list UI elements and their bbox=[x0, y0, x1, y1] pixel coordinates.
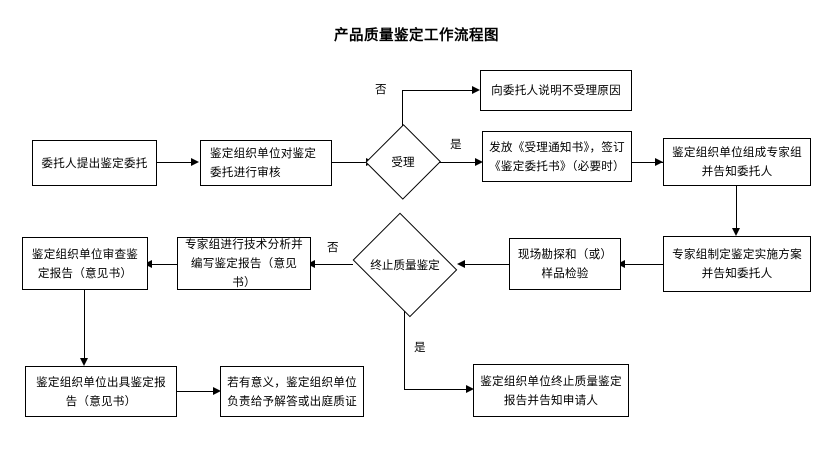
connector-d1-no-vertical bbox=[402, 90, 404, 126]
arrowhead-n7-d2 bbox=[457, 260, 465, 268]
page-title: 产品质量鉴定工作流程图 bbox=[334, 28, 499, 44]
connector-d1-yes bbox=[439, 162, 477, 164]
connector-n8-n9 bbox=[148, 264, 177, 266]
node-technical-analysis-report: 专家组进行技术分析并编写鉴定报告（意见书） bbox=[177, 237, 311, 290]
connector-n5-n6 bbox=[736, 186, 738, 234]
node-review-commission-label: 鉴定组织单位对鉴定委托进行审核 bbox=[210, 146, 317, 179]
node-explain-rejection-label: 向委托人说明不受理原因 bbox=[491, 83, 621, 97]
arrowhead-d2-yes bbox=[466, 385, 474, 393]
connector-n10-n11 bbox=[177, 391, 215, 393]
connector-n6-n7 bbox=[621, 264, 663, 266]
connector-n9-n10 bbox=[84, 290, 86, 364]
connector-d2-yes-horizontal bbox=[404, 389, 468, 391]
decision-terminate: 终止质量鉴定 bbox=[349, 212, 461, 318]
connector-d2-yes-vertical bbox=[404, 311, 406, 390]
connector-n4-n5 bbox=[632, 162, 664, 164]
arrowhead-n4-n5 bbox=[655, 158, 663, 166]
node-issue-acceptance-notice: 发放《受理通知书》，签订《鉴定委托书》（必要时） bbox=[482, 131, 632, 182]
node-review-appraisal-report-label: 鉴定组织单位审查鉴定报告（意见书） bbox=[31, 246, 139, 280]
node-site-survey-sampling-label: 现场勘探和（或）样品检验 bbox=[517, 247, 613, 280]
edge-label-yes-terminate: 是 bbox=[414, 340, 426, 354]
node-review-appraisal-report: 鉴定组织单位审查鉴定报告（意见书） bbox=[22, 237, 148, 290]
decision-accept: 受理 bbox=[365, 124, 441, 200]
connector-d1-no-horizontal bbox=[402, 90, 474, 92]
node-site-survey-sampling: 现场勘探和（或）样品检验 bbox=[509, 238, 621, 290]
node-explain-rejection: 向委托人说明不受理原因 bbox=[480, 70, 632, 111]
connector-n1-n2 bbox=[157, 162, 192, 164]
arrowhead-d2-no bbox=[307, 260, 315, 268]
edge-label-no-terminate: 否 bbox=[327, 240, 339, 254]
node-issue-acceptance-notice-label: 发放《受理通知书》，签订《鉴定委托书》（必要时） bbox=[489, 139, 625, 173]
arrowhead-n1-n2 bbox=[191, 158, 199, 166]
node-answer-or-testify-label: 若有意义，鉴定组织单位负责给予解答或出庭质证 bbox=[227, 374, 357, 408]
node-draft-appraisal-plan: 专家组制定鉴定实施方案并告知委托人 bbox=[663, 236, 811, 292]
node-terminate-report-notify-label: 鉴定组织单位终止质量鉴定报告并告知申请人 bbox=[480, 373, 622, 407]
node-issue-appraisal-report-label: 鉴定组织单位出具鉴定报告（意见书） bbox=[36, 374, 166, 408]
node-technical-analysis-report-label: 专家组进行技术分析并编写鉴定报告（意见书） bbox=[185, 237, 303, 289]
node-review-commission: 鉴定组织单位对鉴定委托进行审核 bbox=[200, 140, 332, 186]
node-issue-appraisal-report: 鉴定组织单位出具鉴定报告（意见书） bbox=[25, 366, 177, 417]
connector-d2-no bbox=[311, 264, 353, 266]
node-answer-or-testify: 若有意义，鉴定组织单位负责给予解答或出庭质证 bbox=[220, 366, 364, 417]
node-form-expert-group-label: 鉴定组织单位组成专家组并告知委托人 bbox=[672, 145, 802, 178]
connector-n7-d2 bbox=[462, 264, 509, 266]
arrowhead-n6-n7 bbox=[617, 260, 625, 268]
edge-label-yes-accept: 是 bbox=[450, 137, 462, 151]
node-draft-appraisal-plan-label: 专家组制定鉴定实施方案并告知委托人 bbox=[672, 247, 802, 280]
arrowhead-n9-n10 bbox=[80, 358, 88, 366]
decision-terminate-label: 终止质量鉴定 bbox=[370, 258, 440, 272]
edge-label-no-accept: 否 bbox=[375, 82, 387, 96]
arrowhead-d1-yes bbox=[475, 158, 483, 166]
arrowhead-n5-n6 bbox=[732, 228, 740, 236]
decision-accept-label: 受理 bbox=[391, 155, 415, 169]
connector-n2-d1 bbox=[332, 162, 368, 164]
node-form-expert-group: 鉴定组织单位组成专家组并告知委托人 bbox=[663, 138, 811, 186]
node-commission-request-label: 委托人提出鉴定委托 bbox=[41, 155, 148, 170]
arrowhead-d1-no bbox=[472, 86, 480, 94]
node-commission-request: 委托人提出鉴定委托 bbox=[32, 140, 157, 186]
arrowhead-n10-n11 bbox=[213, 387, 221, 395]
arrowhead-n8-n9 bbox=[144, 260, 152, 268]
node-terminate-report-notify: 鉴定组织单位终止质量鉴定报告并告知申请人 bbox=[473, 364, 629, 417]
